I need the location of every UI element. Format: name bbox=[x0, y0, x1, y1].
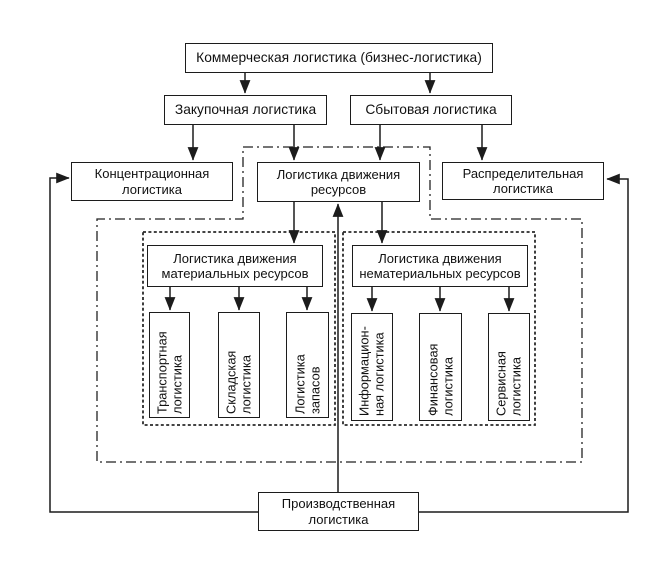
node-label: Финансовая логистика bbox=[425, 343, 456, 417]
node-commercial-logistics: Коммерческая логистика (бизнес-логистика… bbox=[185, 43, 493, 73]
node-distribution-logistics: Распределительная логистика bbox=[442, 162, 604, 200]
node-label: Логистика движения нематериальных ресурс… bbox=[359, 250, 521, 281]
node-label: Логистика запасов bbox=[292, 354, 323, 414]
node-label: Закупочная логистика bbox=[174, 101, 317, 117]
node-information-logistics: Информацион- ная логистика bbox=[351, 313, 393, 421]
node-label: Распределительная логистика bbox=[462, 165, 584, 196]
dashdot-boundary bbox=[96, 146, 583, 463]
node-label: Коммерческая логистика (бизнес-логистика… bbox=[196, 49, 482, 65]
node-service-logistics: Сервисная логистика bbox=[488, 313, 530, 421]
node-label: Информацион- ная логистика bbox=[356, 326, 387, 416]
node-label: Производственная логистика bbox=[281, 496, 396, 527]
node-label: Логистика движения ресурсов bbox=[276, 166, 401, 197]
node-procurement-logistics: Закупочная логистика bbox=[164, 95, 327, 125]
node-sales-logistics: Сбытовая логистика bbox=[350, 95, 512, 125]
node-transport-logistics: Транспортная логистика bbox=[149, 312, 190, 418]
node-production-logistics: Производственная логистика bbox=[258, 492, 419, 531]
node-intangible-resources-logistics: Логистика движения нематериальных ресурс… bbox=[352, 245, 528, 287]
node-inventory-logistics: Логистика запасов bbox=[286, 312, 329, 418]
node-label: Сбытовая логистика bbox=[365, 101, 497, 117]
material-group-container bbox=[142, 231, 336, 426]
node-label: Логистика движения материальных ресурсов bbox=[161, 250, 309, 281]
node-label: Транспортная логистика bbox=[154, 331, 185, 414]
node-label: Складская логистика bbox=[223, 350, 254, 414]
node-resource-movement-logistics: Логистика движения ресурсов bbox=[257, 162, 420, 202]
node-material-resources-logistics: Логистика движения материальных ресурсов bbox=[147, 245, 323, 287]
node-financial-logistics: Финансовая логистика bbox=[419, 313, 462, 421]
node-concentration-logistics: Концентрационная логистика bbox=[71, 162, 233, 201]
node-label: Сервисная логистика bbox=[493, 351, 524, 416]
node-warehouse-logistics: Складская логистика bbox=[218, 312, 260, 418]
intangible-group-container bbox=[342, 231, 536, 426]
node-label: Концентрационная логистика bbox=[94, 166, 210, 197]
